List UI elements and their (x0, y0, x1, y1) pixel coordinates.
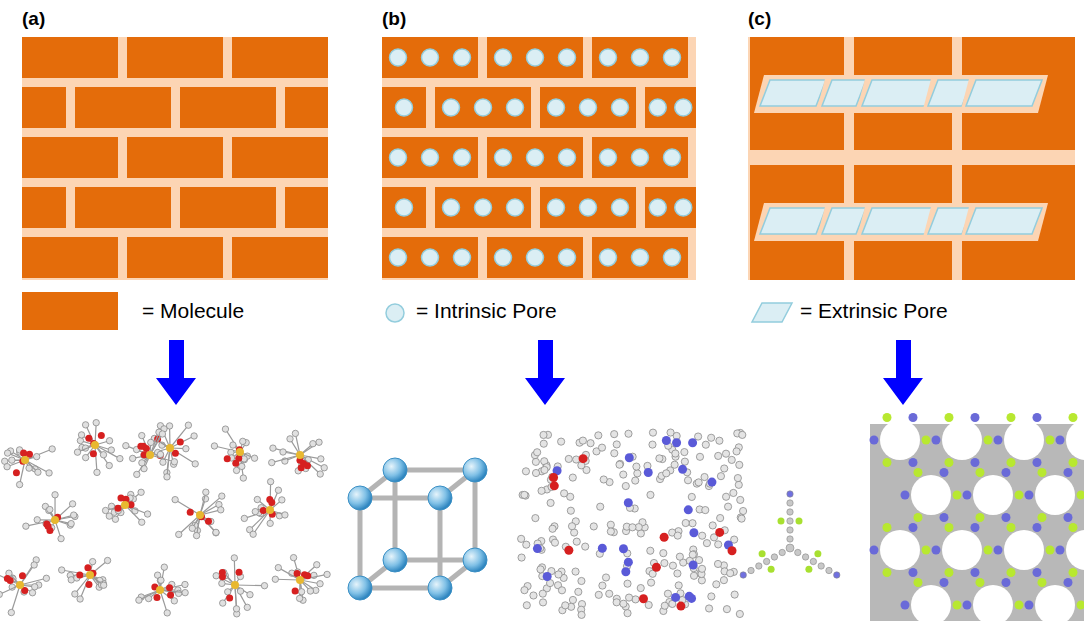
brick-patterns (22, 37, 1075, 280)
legend-text: = Molecule (142, 299, 244, 323)
crystal-structures (0, 413, 1084, 621)
cube-diagram (360, 470, 475, 588)
cube-nodes (348, 458, 487, 600)
pore-circle (386, 304, 404, 322)
legend-swatch (22, 292, 118, 330)
panel-label: (c) (748, 8, 771, 30)
panel-label: (a) (22, 8, 45, 30)
legend-text: = Extrinsic Pore (800, 299, 948, 323)
down-arrows (156, 340, 923, 405)
pore-parallelogram (752, 303, 792, 322)
legend-text: = Intrinsic Pore (416, 299, 557, 323)
panel-label: (b) (382, 8, 406, 30)
